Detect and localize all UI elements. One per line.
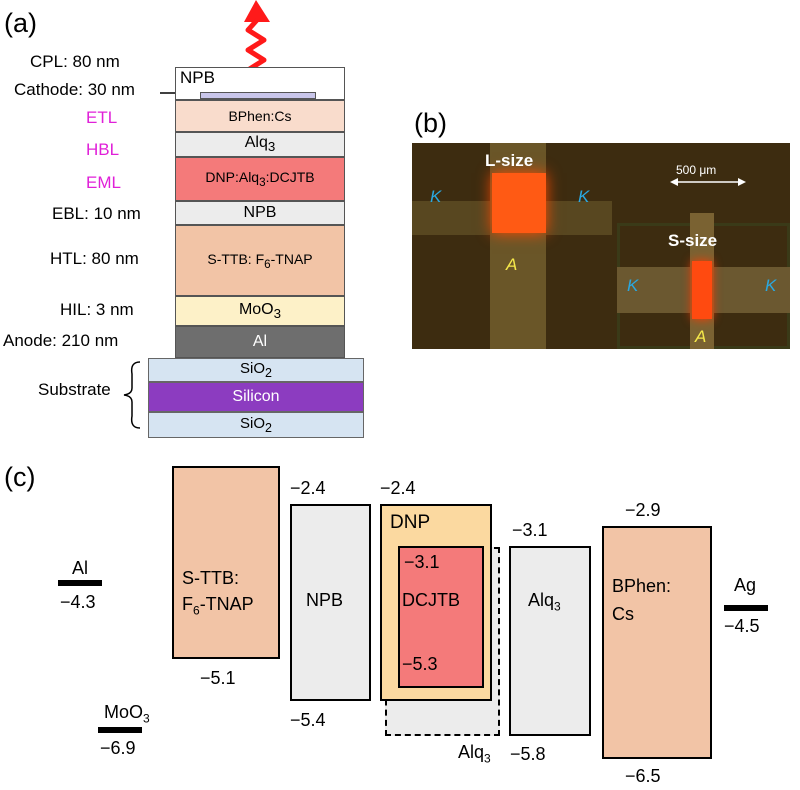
layer-alq3-label: Alq3 bbox=[244, 134, 276, 155]
sttb-homo: −5.1 bbox=[200, 668, 236, 688]
a-label-2: A bbox=[695, 327, 707, 346]
s-size-emission bbox=[692, 261, 712, 319]
label-hbl: HBL bbox=[86, 140, 120, 159]
panel-a-label: (a) bbox=[4, 8, 37, 38]
dcjtb-homo: −5.3 bbox=[402, 654, 438, 674]
moo3-name: MoO3 bbox=[104, 702, 150, 726]
device-photo: L-size S-size 500 μm K K A K K A bbox=[412, 143, 790, 349]
alq3-name: Alq3 bbox=[528, 590, 561, 614]
k-label-3: K bbox=[627, 276, 639, 295]
substrate-sio2-top: SiO2 bbox=[148, 358, 364, 382]
sttb-name-2: F6-TNAP bbox=[182, 594, 254, 618]
layer-eml-label: DNP:Alq3:DCJTB bbox=[205, 169, 315, 189]
layer-moo3-label: MoO3 bbox=[238, 300, 282, 322]
layer-eml: DNP:Alq3:DCJTB bbox=[175, 157, 345, 201]
alq3-lumo: −3.1 bbox=[512, 520, 548, 540]
bphen-name-2: Cs bbox=[612, 604, 634, 624]
dcjtb-name: DCJTB bbox=[402, 590, 460, 610]
s-size-label: S-size bbox=[668, 231, 718, 250]
npb-level-box bbox=[290, 504, 371, 701]
label-cathode: Cathode: 30 nm bbox=[14, 80, 135, 99]
l-size-label: L-size bbox=[485, 151, 534, 170]
dcjtb-level-box bbox=[398, 546, 484, 688]
scale-bar-icon bbox=[670, 178, 746, 186]
ag-value: −4.5 bbox=[724, 616, 760, 636]
substrate-sio2-bottom: SiO2 bbox=[148, 412, 364, 438]
substrate-silicon-label: Silicon bbox=[232, 388, 280, 405]
sttb-level-box bbox=[172, 466, 280, 659]
k-label-4: K bbox=[765, 276, 777, 295]
layer-npb: NPB bbox=[175, 201, 345, 225]
bphen-name-1: BPhen: bbox=[612, 576, 672, 596]
a-label-1: A bbox=[506, 255, 518, 274]
layer-npb-capping-label: NPB bbox=[180, 68, 215, 87]
layer-htl: S-TTB: F6-TNAP bbox=[175, 225, 345, 296]
label-htl: HTL: 80 nm bbox=[50, 249, 139, 268]
moo3-level bbox=[98, 727, 142, 733]
alq3-host-name: Alq3 bbox=[458, 742, 491, 766]
npb-homo: −5.4 bbox=[290, 710, 326, 730]
al-value: −4.3 bbox=[60, 592, 96, 612]
label-anode: Anode: 210 nm bbox=[3, 331, 119, 350]
ag-level bbox=[724, 605, 768, 611]
k-label-1: K bbox=[430, 187, 442, 206]
layer-al: Al bbox=[175, 326, 345, 358]
layer-bphen: BPhen:Cs bbox=[175, 100, 345, 132]
substrate-sio2-bottom-label: SiO2 bbox=[240, 415, 272, 435]
cathode-layer bbox=[200, 92, 316, 99]
dcjtb-lumo: −3.1 bbox=[404, 552, 440, 572]
npb-name: NPB bbox=[306, 590, 344, 610]
ag-name: Ag bbox=[734, 575, 757, 595]
label-etl: ETL bbox=[86, 108, 118, 127]
bphen-lumo: −2.9 bbox=[625, 500, 661, 520]
layer-al-label: Al bbox=[252, 333, 268, 350]
arrow-head bbox=[244, 0, 270, 22]
panel-b-label: (b) bbox=[414, 108, 447, 138]
alq3-level-box bbox=[509, 546, 591, 736]
layer-alq3: Alq3 bbox=[175, 132, 345, 157]
dnp-name: DNP bbox=[390, 512, 431, 533]
al-name: Al bbox=[72, 558, 89, 578]
sttb-name-1: S-TTB: bbox=[182, 568, 239, 588]
substrate-sio2-top-label: SiO2 bbox=[240, 360, 272, 380]
k-label-2: K bbox=[578, 187, 590, 206]
al-level bbox=[58, 580, 102, 586]
bphen-level-box bbox=[602, 526, 712, 759]
l-size-emission bbox=[492, 173, 546, 233]
substrate-brace-icon bbox=[123, 361, 141, 429]
label-cpl: CPL: 80 nm bbox=[30, 52, 120, 71]
layer-moo3: MoO3 bbox=[175, 296, 345, 326]
layer-htl-label: S-TTB: F6-TNAP bbox=[207, 250, 313, 271]
npb-lumo: −2.4 bbox=[290, 478, 326, 498]
substrate-silicon: Silicon bbox=[148, 382, 364, 412]
label-ebl: EBL: 10 nm bbox=[52, 204, 141, 223]
label-hil: HIL: 3 nm bbox=[60, 300, 134, 319]
layer-npb-label: NPB bbox=[243, 204, 277, 221]
label-eml: EML bbox=[86, 173, 121, 192]
label-substrate: Substrate bbox=[38, 380, 111, 399]
layer-bphen-label: BPhen:Cs bbox=[228, 108, 292, 124]
scale-bar-label: 500 μm bbox=[676, 163, 717, 177]
alq3-homo: −5.8 bbox=[510, 744, 546, 764]
dnp-lumo: −2.4 bbox=[380, 478, 416, 498]
panel-c-label: (c) bbox=[4, 462, 36, 492]
moo3-value: −6.9 bbox=[100, 738, 136, 758]
bphen-homo: −6.5 bbox=[625, 766, 661, 786]
